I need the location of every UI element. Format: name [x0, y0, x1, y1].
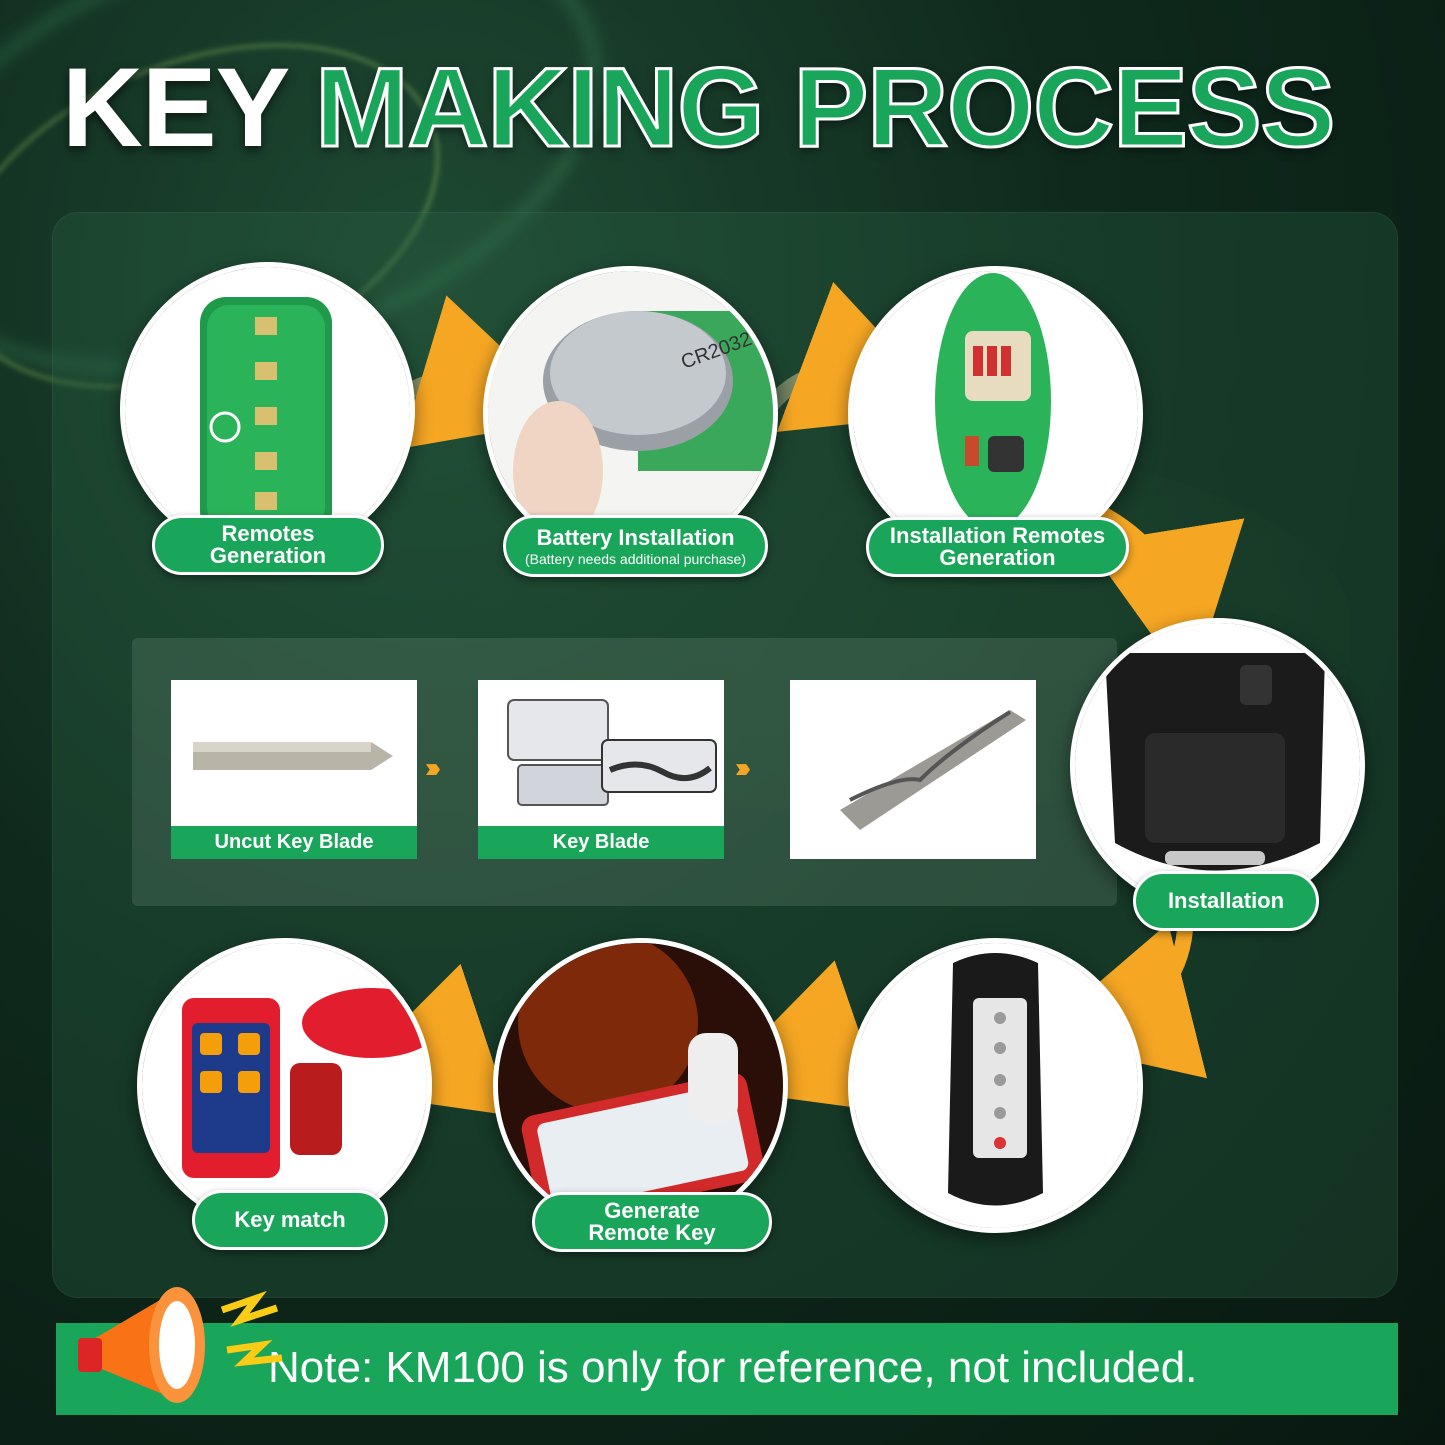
step-installation-remotes-generation-image	[848, 266, 1143, 561]
step-key-match-image	[137, 938, 432, 1233]
circuit-board-icon	[125, 267, 410, 552]
step-remotes-generation-label: Remotes Generation	[152, 515, 384, 575]
step-key-match-label: Key match	[192, 1190, 388, 1250]
step-installation-label: Installation	[1133, 871, 1319, 931]
step-battery-installation-label: Battery Installation (Battery needs addi…	[503, 515, 768, 577]
note-text: Note: KM100 is only for reference, not i…	[268, 1343, 1198, 1392]
megaphone-icon	[78, 1287, 283, 1403]
arrow-step4-to-step5	[1032, 922, 1208, 1079]
step-generate-remote-key-line2: Remote Key	[588, 1220, 716, 1245]
step-generate-remote-key-label: Generate Remote Key	[532, 1192, 772, 1252]
chevron-right-icon: ›››	[735, 752, 751, 783]
step-battery-installation-line1: Battery Installation	[536, 524, 735, 550]
key-blade-label: Key Blade	[478, 826, 724, 859]
step-installation-image	[1070, 618, 1365, 913]
step-battery-installation-note: (Battery needs additional purchase)	[524, 550, 747, 567]
step-remotes-generation-line2: Generation	[209, 543, 327, 568]
diagnostic-tablet-icon	[498, 943, 783, 1228]
key-blade-card: Key Blade	[478, 680, 724, 859]
step-generate-remote-key-line1: Generate	[604, 1198, 700, 1223]
smart-key-icon	[853, 943, 1138, 1228]
step-remotes-generation-line1: Remotes	[221, 521, 315, 546]
cut-key-blade-card	[790, 680, 1036, 859]
step-installation-remotes-generation-line2: Generation	[939, 545, 1056, 570]
circuit-board-icon	[853, 271, 1138, 556]
coin-battery-icon: CR2032	[488, 271, 773, 556]
uncut-key-blade-card: Uncut Key Blade	[171, 680, 417, 859]
chevron-right-icon: ›››	[425, 752, 441, 783]
key-shell-icon	[1075, 623, 1360, 908]
step-generate-remote-key-image	[493, 938, 788, 1233]
step-remotes-generation-image	[120, 262, 415, 557]
step-key-match-text: Key match	[234, 1207, 346, 1232]
uncut-key-blade-label: Uncut Key Blade	[171, 826, 417, 859]
note-bar: Note: KM100 is only for reference, not i…	[56, 1323, 1398, 1415]
step-installation-remotes-generation-label: Installation Remotes Generation	[866, 517, 1129, 577]
step-smart-key-image	[848, 938, 1143, 1233]
diagnostic-tablet-icon	[142, 943, 427, 1228]
step-installation-text: Installation	[1167, 888, 1285, 913]
step-battery-installation-image: CR2032	[483, 266, 778, 561]
title-word-key: KEY	[62, 45, 290, 170]
step-installation-remotes-generation-line1: Installation Remotes	[889, 523, 1106, 548]
title-word-making-process: MAKING PROCESS	[314, 45, 1337, 170]
